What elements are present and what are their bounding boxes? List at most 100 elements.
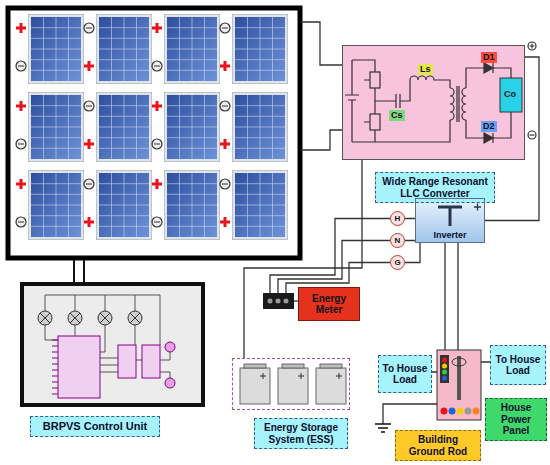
circle-shape bbox=[276, 299, 281, 304]
path-shape bbox=[462, 88, 466, 120]
part-label: D1 bbox=[481, 52, 497, 63]
part-label: D2 bbox=[481, 121, 497, 132]
use-shape bbox=[96, 170, 152, 240]
g-shape bbox=[345, 60, 511, 142]
path-shape bbox=[450, 88, 454, 120]
use-shape bbox=[96, 92, 152, 162]
heading-label: BRPVS Control Unit bbox=[30, 416, 160, 437]
ellipse-shape bbox=[452, 358, 466, 366]
rect-shape bbox=[278, 368, 308, 404]
rect-shape bbox=[320, 364, 342, 368]
path-shape bbox=[152, 23, 162, 189]
rect-shape bbox=[118, 345, 136, 378]
rect-shape bbox=[142, 345, 160, 378]
node-label: Energy Meter bbox=[302, 293, 356, 316]
circle-shape bbox=[457, 408, 464, 415]
rect-shape bbox=[370, 72, 380, 88]
node-label: To House Load bbox=[382, 363, 428, 386]
load-box: To House Load bbox=[490, 345, 546, 385]
load-box: To House Load bbox=[378, 355, 432, 393]
terminal-block bbox=[263, 293, 294, 309]
circle-shape bbox=[165, 378, 175, 388]
node-label: House Power Panel bbox=[489, 402, 543, 437]
part-label: Cs bbox=[389, 110, 405, 121]
circle-shape bbox=[442, 376, 447, 381]
rect-shape bbox=[58, 336, 100, 398]
path-shape bbox=[375, 424, 391, 432]
use-shape bbox=[232, 92, 288, 162]
circle-shape bbox=[528, 131, 536, 139]
use-shape bbox=[164, 170, 220, 240]
rect-shape bbox=[415, 198, 485, 243]
terminal-circle: G bbox=[390, 255, 405, 270]
rect-shape bbox=[457, 356, 461, 400]
rect-shape bbox=[244, 364, 266, 368]
path-shape bbox=[438, 207, 462, 226]
path-shape bbox=[18, 28, 228, 222]
path-shape bbox=[52, 340, 58, 394]
rect-shape bbox=[240, 368, 270, 404]
node-label: To House Load bbox=[494, 354, 542, 377]
path-shape bbox=[364, 80, 370, 122]
path-shape bbox=[74, 260, 84, 282]
path-shape bbox=[530, 134, 535, 135]
terminal-circle: H bbox=[390, 211, 405, 226]
ground-label-box: Building Ground Rod bbox=[395, 430, 481, 461]
node-label: H bbox=[395, 215, 401, 223]
node-label: Building Ground Rod bbox=[399, 434, 477, 457]
path-shape bbox=[484, 133, 493, 143]
path-shape bbox=[345, 60, 359, 142]
rect-shape bbox=[437, 350, 481, 420]
path-shape bbox=[16, 23, 26, 189]
part-label: Co bbox=[502, 89, 518, 100]
inverter-box: Inverter bbox=[415, 198, 485, 243]
rect-shape bbox=[440, 355, 449, 383]
path-shape bbox=[530, 44, 535, 49]
control-schematic bbox=[24, 286, 201, 403]
use-shape bbox=[232, 170, 288, 240]
use-shape bbox=[28, 14, 84, 84]
path-shape bbox=[278, 241, 390, 294]
use-shape bbox=[28, 92, 84, 162]
use-shape bbox=[96, 14, 152, 84]
panel-label-box: House Power Panel bbox=[485, 398, 547, 441]
path-shape bbox=[383, 404, 437, 424]
terminal-circle: N bbox=[390, 233, 405, 248]
circle-shape bbox=[441, 408, 448, 415]
rect-shape bbox=[24, 286, 201, 403]
path-shape bbox=[457, 86, 459, 122]
rect-shape bbox=[8, 8, 300, 258]
path-shape bbox=[474, 204, 481, 211]
part-label: Ls bbox=[418, 64, 433, 75]
circle-shape bbox=[465, 408, 472, 415]
circle-shape bbox=[442, 358, 447, 363]
path-shape bbox=[40, 313, 140, 323]
circle-shape bbox=[165, 342, 175, 352]
storage-box: Energy Storage System (ESS) bbox=[232, 358, 350, 410]
g-shape bbox=[38, 311, 142, 325]
llc-converter-circuit bbox=[342, 45, 525, 160]
rect-shape bbox=[282, 364, 304, 368]
path-shape bbox=[484, 63, 493, 73]
inverter-symbol bbox=[415, 198, 485, 243]
circle-shape bbox=[528, 42, 536, 50]
use-shape bbox=[164, 92, 220, 162]
power-panel bbox=[437, 350, 481, 420]
path-shape bbox=[352, 60, 450, 142]
path-shape bbox=[410, 76, 450, 88]
use-shape bbox=[232, 14, 288, 84]
path-shape bbox=[260, 373, 342, 379]
path-shape bbox=[301, 22, 342, 65]
circle-shape bbox=[442, 364, 447, 369]
heading-label: Energy Storage System (ESS) bbox=[254, 418, 348, 449]
converter-box: Wide Range Resonant LLC Converter bbox=[342, 45, 525, 160]
path-shape bbox=[445, 243, 458, 350]
rect-shape bbox=[316, 368, 346, 404]
wire-connector bbox=[244, 160, 362, 358]
path-shape bbox=[220, 61, 230, 227]
